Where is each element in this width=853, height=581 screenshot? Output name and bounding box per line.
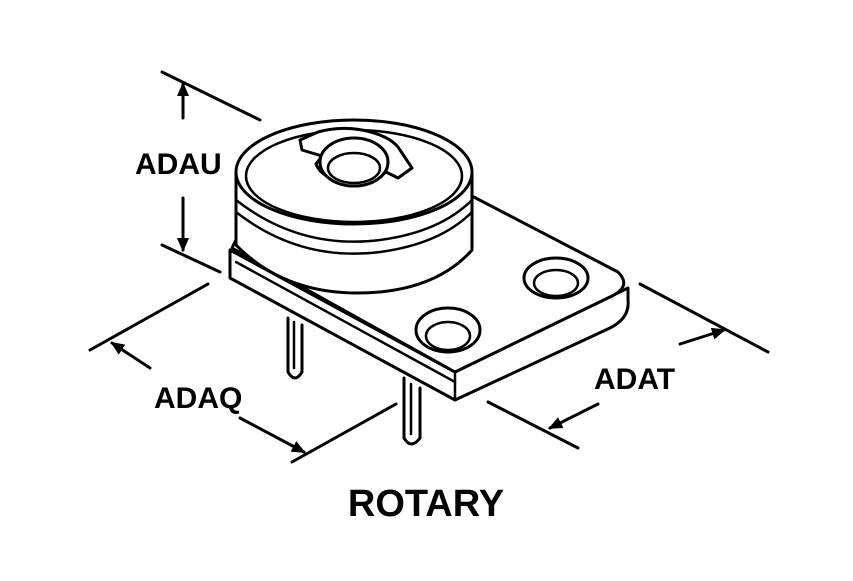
dimension-width bbox=[486, 282, 770, 450]
terminal-pin-left bbox=[286, 316, 304, 380]
mounting-hole-right bbox=[522, 256, 590, 300]
label-depth: ADAQ bbox=[154, 382, 242, 415]
dimension-height bbox=[160, 70, 262, 274]
dimension-depth bbox=[88, 282, 398, 464]
shaft-opening bbox=[298, 126, 414, 188]
label-width: ADAT bbox=[594, 363, 675, 396]
terminal-pin-front bbox=[402, 376, 422, 446]
mounting-hole-front bbox=[414, 306, 482, 354]
caption-title: ROTARY bbox=[348, 483, 504, 525]
label-height: ADAU bbox=[135, 148, 222, 181]
